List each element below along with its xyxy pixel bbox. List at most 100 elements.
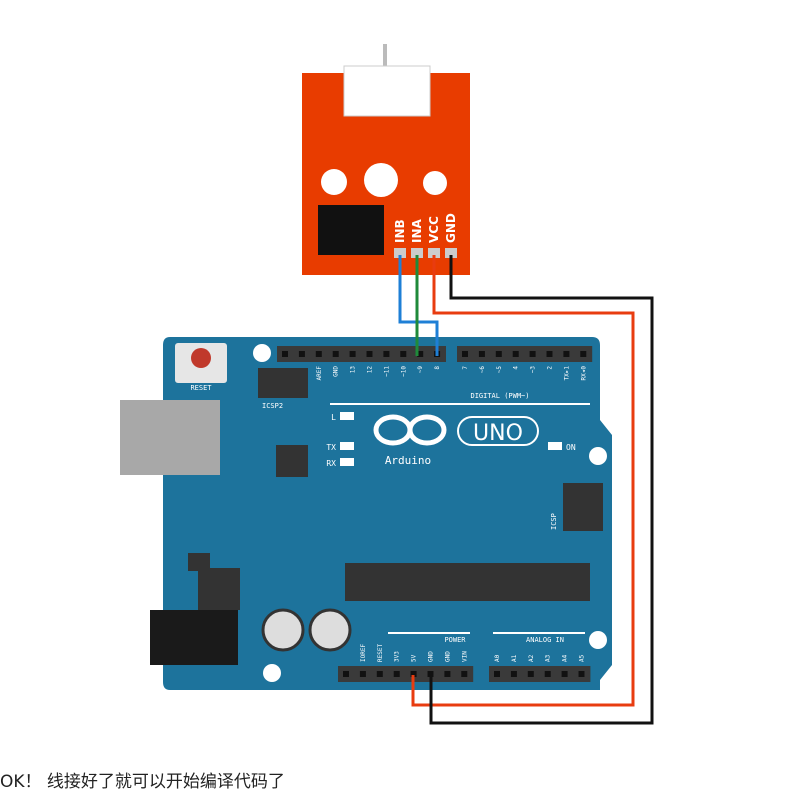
header-pin[interactable] [544,671,551,677]
header-pin[interactable] [410,671,417,677]
mount-hole [364,163,398,197]
module-pin-label: INA [410,218,424,243]
pin-label: A5 [579,654,586,662]
header-pin[interactable] [427,671,434,677]
led [548,442,562,450]
header-pin[interactable] [349,351,356,357]
module-pin[interactable] [411,248,423,258]
mount-hole [321,169,347,195]
header-pin[interactable] [359,671,366,677]
header-pin[interactable] [529,351,536,357]
led-label: TX [326,443,336,452]
atmega16u2-chip [276,445,308,477]
pin-label: A1 [511,654,518,662]
pin-label: ~9 [417,366,424,374]
led-label: ON [566,443,576,452]
pin-label: AREF [316,366,323,381]
wires [398,255,654,725]
capacitor [308,608,352,652]
digital-label: DIGITAL (PWM~) [470,392,529,400]
mount-hole [423,171,447,195]
usb-port [120,400,220,475]
pin-header [489,666,591,682]
capacitor [261,608,305,652]
pin-label: VIN [461,651,468,662]
pin-label: ~10 [400,366,407,377]
pin-label: ~5 [496,366,503,374]
header-pin[interactable] [546,351,553,357]
module-pin[interactable] [445,248,457,258]
brand-label: Arduino [385,454,431,467]
header-pin[interactable] [376,671,383,677]
header-pin[interactable] [527,671,534,677]
pin-label: GND [333,366,340,377]
pin-label: 7 [462,366,469,370]
header-pin[interactable] [332,351,339,357]
pin-label: A2 [528,654,535,662]
pin-label: A4 [562,654,569,662]
header-pin[interactable] [494,671,500,677]
voltage-regulator [198,568,240,610]
chip [318,205,384,255]
header-pin[interactable] [282,351,288,357]
switch-lever [383,44,387,72]
caption: OK！ 线接好了就可以开始编译代码了 [0,772,285,792]
icsp-label: ICSP [550,513,558,530]
led [340,412,354,420]
model-label: UNO [473,421,523,446]
pin-label: IOREF [360,644,367,662]
pin-label: 12 [367,366,374,374]
header-pin[interactable] [478,351,485,357]
pin-label: A0 [494,654,501,662]
module-pin-label: GND [444,213,458,243]
power-label: POWER [444,636,466,644]
power-jack [150,610,238,665]
header-pin[interactable] [393,671,400,677]
header-pin[interactable] [400,351,407,357]
module-pin[interactable] [428,248,440,258]
arduino-logo: UNO Arduino [373,414,539,467]
led [340,442,354,450]
icsp2-label: ICSP2 [262,402,283,410]
header-pin[interactable] [383,351,390,357]
pin-label: 5V [411,654,418,662]
header-pin[interactable] [495,351,502,357]
pin-header [457,346,593,362]
pin-label: ~11 [383,366,390,377]
module-pin-label: VCC [427,216,441,243]
led-label: RX [326,459,336,468]
header-pin[interactable] [462,351,468,357]
header-pin[interactable] [578,671,585,677]
header-pin[interactable] [512,351,519,357]
pin-label: GND [444,651,451,662]
header-pin[interactable] [343,671,349,677]
header-pin[interactable] [298,351,305,357]
header-pin[interactable] [461,671,468,677]
wire-vcc-to-5v [411,255,635,707]
header-pin[interactable] [366,351,373,357]
header-pin[interactable] [444,671,451,677]
pin-label: RESET [377,644,384,662]
header-pin[interactable] [561,671,568,677]
header-pin[interactable] [510,671,517,677]
pin-header [338,666,474,682]
header-pin[interactable] [315,351,322,357]
pin-label: A3 [545,654,552,662]
wire-gnd-to-gnd [429,255,654,725]
pin-label: 13 [350,366,357,374]
pin-label: TX▸1 [563,366,570,381]
pin-label: GND [428,651,435,662]
pin-label: 3V3 [394,651,401,662]
icsp2-header [258,368,308,398]
led [340,458,354,466]
switch-body [343,65,431,117]
pin-label: 4 [513,366,520,370]
header-pin[interactable] [563,351,570,357]
pin-label: 8 [434,366,441,370]
module-pin[interactable] [394,248,406,258]
header-pin[interactable] [417,351,424,357]
header-pin[interactable] [580,351,587,357]
